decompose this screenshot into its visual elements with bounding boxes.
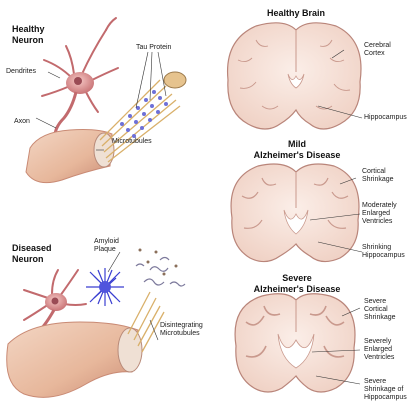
hippocampus-label: Hippocampus	[364, 114, 407, 122]
microtubules-label: Microtubules	[112, 138, 152, 146]
healthy-nucleus	[74, 77, 82, 85]
tau-protein-beads	[120, 90, 168, 138]
tau-protein-label: Tau Protein	[136, 44, 171, 52]
mild-enlarged-ventricles-label: Moderately Enlarged Ventricles	[362, 202, 397, 226]
microtubule-bundle-end	[164, 72, 186, 88]
severe-alzheimers-title: Severe Alzheimer's Disease	[234, 273, 360, 295]
severe-alzheimers-section	[235, 294, 360, 392]
diseased-neuron	[7, 249, 185, 398]
axon-label: Axon	[14, 118, 30, 126]
diseased-neuron-title: Diseased Neuron	[12, 243, 52, 265]
dendrites-label: Dendrites	[6, 68, 36, 76]
diseased-axon-segment	[7, 322, 138, 397]
disintegrating-microtubules-label: Disintegrating Microtubules	[160, 322, 203, 338]
severe-hippocampus-shrinkage-label: Severe Shrinkage of Hippocampus	[364, 378, 407, 402]
healthy-dendrites	[42, 18, 118, 112]
healthy-brain-section	[228, 23, 362, 129]
tau-tangles	[136, 258, 185, 287]
mild-alzheimers-title: Mild Alzheimer's Disease	[234, 139, 360, 161]
severe-cortical-shrinkage-label: Severe Cortical Shrinkage	[364, 298, 396, 322]
cerebral-cortex-label: Cerebral Cortex	[364, 42, 391, 58]
healthy-neuron-title: Healthy Neuron	[12, 24, 45, 46]
mild-cortical-shrinkage-label: Cortical Shrinkage	[362, 168, 394, 184]
healthy-brain-title: Healthy Brain	[240, 8, 352, 19]
mild-alzheimers-section	[231, 164, 362, 262]
healthy-neuron	[26, 18, 186, 183]
severe-enlarged-ventricles-label: Severely Enlarged Ventricles	[364, 338, 394, 362]
amyloid-plaque-label: Amyloid Plaque	[94, 238, 119, 254]
shrinking-hippocampus-label: Shrinking Hippocampus	[362, 244, 405, 260]
